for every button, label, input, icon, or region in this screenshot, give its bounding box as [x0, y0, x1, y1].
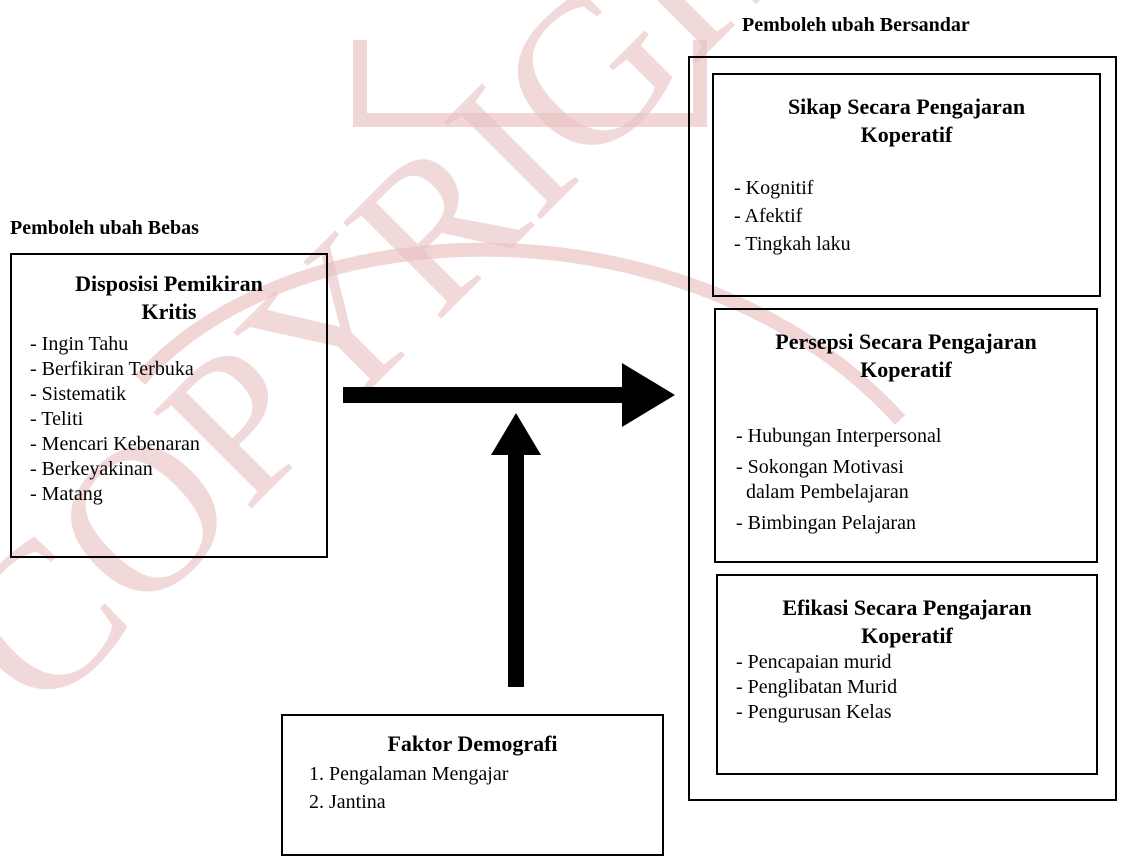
demographic-list: 1. Pengalaman Mengajar 2. Jantina — [309, 760, 662, 816]
horizontal-arrow — [343, 363, 675, 427]
list-item: - Penglibatan Murid — [736, 676, 898, 698]
demographic-box: Faktor Demografi 1. Pengalaman Mengajar … — [281, 714, 664, 856]
critical-thinking-box: Disposisi Pemikiran Kritis - Ingin Tahu … — [10, 253, 328, 558]
demographic-title: Faktor Demografi — [387, 731, 558, 756]
critical-thinking-list: - Ingin Tahu - Berfikiran Terbuka - Sist… — [30, 332, 326, 507]
attitude-title: Sikap Secara Pengajaran Koperatif — [787, 94, 1026, 147]
list-item: 1. Pengalaman Mengajar — [309, 763, 509, 785]
efficacy-list: - Pencapaian murid - Penglibatan Murid -… — [736, 650, 1096, 725]
efficacy-box: Efikasi Secara Pengajaran Koperatif - Pe… — [716, 574, 1098, 775]
list-item: - Tingkah laku — [734, 233, 851, 255]
perception-title: Persepsi Secara Pengajaran Koperatif — [775, 329, 1037, 382]
dependent-variables-container — [688, 56, 1117, 801]
list-item: - Berkeyakinan — [30, 458, 153, 480]
list-item: - Sistematik — [30, 383, 127, 405]
dependent-variable-heading: Pemboleh ubah Bersandar — [742, 14, 970, 36]
list-item: - Sokongan Motivasi — [736, 456, 904, 478]
perception-list: - Hubungan Interpersonal - Sokongan Moti… — [736, 424, 1096, 536]
critical-thinking-title: Disposisi Pemikiran Kritis — [75, 271, 263, 324]
attitude-box: Sikap Secara Pengajaran Koperatif - Kogn… — [712, 73, 1101, 297]
list-item: - Hubungan Interpersonal — [736, 425, 942, 447]
list-item: - Teliti — [30, 408, 84, 430]
list-item: - Berfikiran Terbuka — [30, 358, 194, 380]
perception-box: Persepsi Secara Pengajaran Koperatif - H… — [714, 308, 1098, 563]
efficacy-title: Efikasi Secara Pengajaran Koperatif — [782, 595, 1032, 648]
independent-variable-heading: Pemboleh ubah Bebas — [10, 217, 199, 239]
list-item: - Kognitif — [734, 177, 814, 199]
attitude-list: - Kognitif - Afektif - Tingkah laku — [734, 174, 1099, 258]
list-item: - Ingin Tahu — [30, 333, 129, 355]
list-item: - Bimbingan Pelajaran — [736, 512, 916, 534]
list-item: - Pencapaian murid — [736, 651, 892, 673]
list-item: - Pengurusan Kelas — [736, 701, 892, 723]
list-item: 2. Jantina — [309, 791, 386, 813]
list-item: - Afektif — [734, 205, 803, 227]
list-item: dalam Pembelajaran — [736, 481, 909, 503]
list-item: - Matang — [30, 483, 103, 505]
vertical-arrow — [491, 413, 541, 687]
list-item: - Mencari Kebenaran — [30, 433, 200, 455]
